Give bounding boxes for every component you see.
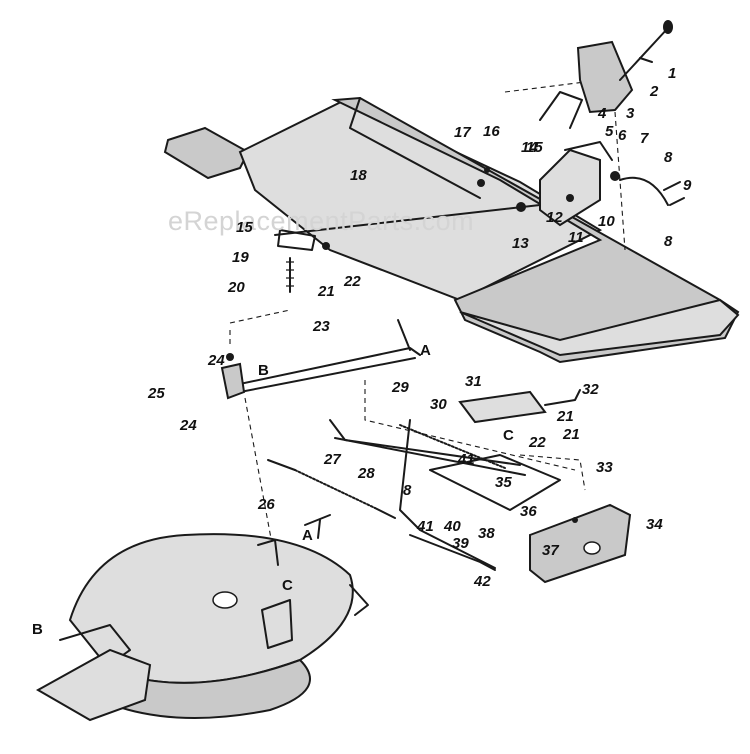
- part-label-23: 23: [312, 318, 330, 335]
- part-label-21: 21: [317, 283, 335, 300]
- part-label-10: 10: [598, 213, 615, 230]
- part-label-34: 34: [646, 516, 663, 533]
- part-label-1: 1: [668, 65, 676, 82]
- part-label-30: 30: [430, 396, 447, 413]
- part-label-16: 16: [483, 123, 500, 140]
- linkage-bracket: [516, 91, 685, 227]
- part-label-15: 15: [236, 219, 253, 236]
- part-label-8: 8: [664, 233, 673, 250]
- part-label-32: 32: [582, 381, 599, 398]
- part-label-42: 42: [473, 573, 491, 590]
- part-label-27: 27: [323, 451, 341, 468]
- deflector-34: [529, 503, 632, 584]
- part-label-39: 39: [452, 535, 469, 552]
- part-label-15: 15: [526, 139, 543, 156]
- shift-lever-assembly: [504, 20, 673, 251]
- rod-23: [220, 319, 576, 561]
- part-label-29: 29: [391, 379, 409, 396]
- watermark: eReplacementParts.com: [168, 206, 474, 236]
- part-label-38: 38: [478, 525, 495, 542]
- part-label-13: 13: [512, 235, 529, 252]
- part-label-7: 7: [640, 130, 649, 147]
- reference-letter-b: B: [258, 362, 269, 379]
- part-label-36: 36: [520, 503, 537, 520]
- part-label-17: 17: [454, 124, 471, 141]
- part-label-8: 8: [664, 149, 673, 166]
- reference-letter-c: C: [503, 427, 514, 444]
- part-label-41: 41: [416, 518, 434, 535]
- part-label-26: 26: [257, 496, 275, 513]
- part-label-24: 24: [179, 417, 197, 434]
- part-label-12: 12: [546, 209, 563, 226]
- rod-18: [229, 167, 541, 348]
- part-label-28: 28: [357, 465, 375, 482]
- mower-deck: [35, 514, 496, 722]
- reference-letter-a: A: [302, 527, 313, 544]
- part-label-3: 3: [626, 105, 635, 122]
- part-label-37: 37: [542, 542, 559, 559]
- part-label-14: 14: [521, 139, 538, 156]
- bracket-31: [429, 389, 586, 511]
- part-label-2: 2: [649, 83, 659, 100]
- part-label-4: 4: [597, 105, 607, 122]
- part-label-22: 22: [528, 434, 546, 451]
- part-label-22: 22: [343, 273, 361, 290]
- part-label-21: 21: [556, 408, 574, 425]
- part-label-33: 33: [596, 459, 613, 476]
- part-label-11: 11: [568, 229, 584, 246]
- part-label-35: 35: [495, 474, 512, 491]
- part-label-18: 18: [350, 167, 367, 184]
- part-label-20: 20: [227, 279, 245, 296]
- part-label-9: 9: [683, 177, 692, 194]
- reference-letter-c: C: [282, 577, 293, 594]
- part-label-25: 25: [147, 385, 165, 402]
- reference-letter-b: B: [32, 621, 43, 638]
- part-label-19: 19: [232, 249, 249, 266]
- part-label-6: 6: [618, 127, 627, 144]
- part-label-5: 5: [605, 123, 614, 140]
- reference-letter-a: A: [420, 342, 431, 359]
- frame-platform: [163, 96, 740, 364]
- springs-rods: [267, 419, 526, 569]
- part-label-31: 31: [465, 373, 482, 390]
- part-label-24: 24: [207, 352, 225, 369]
- part-label-21: 21: [562, 426, 580, 443]
- part-label-8: 8: [403, 482, 412, 499]
- part-label-40: 40: [443, 518, 461, 535]
- part-label-41: 41: [457, 451, 475, 468]
